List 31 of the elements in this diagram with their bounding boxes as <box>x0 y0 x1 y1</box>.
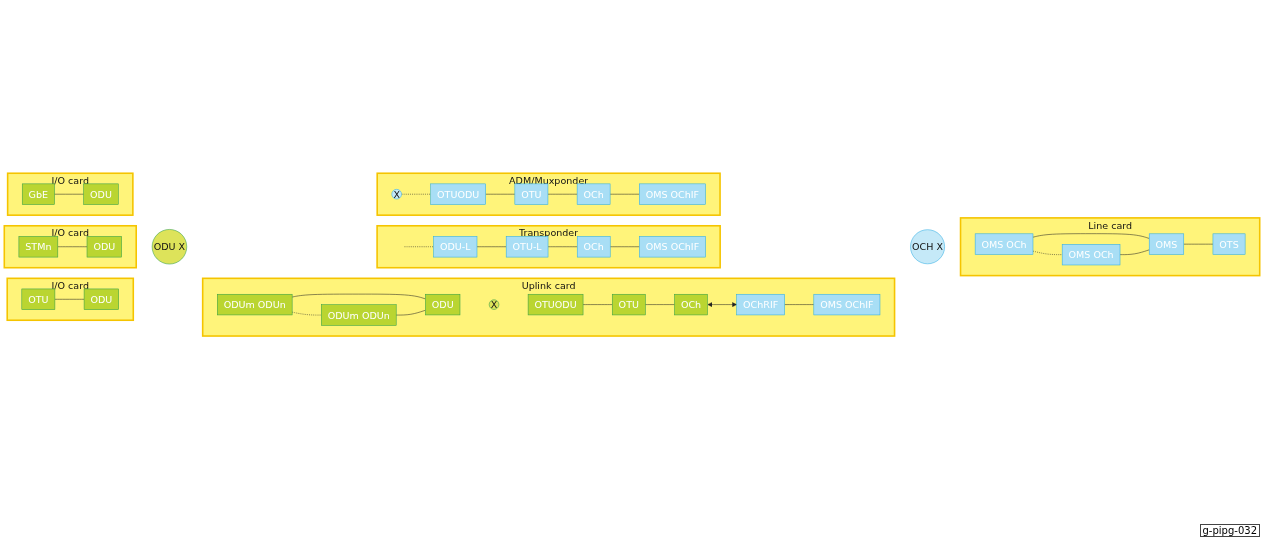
node-box: ODU-L <box>433 236 478 258</box>
node-box: OCh <box>576 236 611 258</box>
node-box: OMS OChIF <box>639 236 706 258</box>
node-box: OTU <box>611 294 646 316</box>
node-box: OTS <box>1212 233 1246 256</box>
node-box: GbE <box>21 183 55 206</box>
node-circle: ODU X <box>151 229 188 265</box>
node-box: OTUODU <box>430 183 486 206</box>
node-box: OTU <box>514 183 549 206</box>
node-box: ODU <box>425 294 461 316</box>
node-box: OMS <box>1148 233 1185 256</box>
node-box: ODU <box>86 236 122 258</box>
node-box: STMn <box>18 236 59 258</box>
figure-id: g-pipg-032 <box>1199 524 1260 537</box>
node-circle: X <box>488 299 500 311</box>
node-box: OTU-L <box>505 236 549 258</box>
node-box: ODU <box>83 289 119 311</box>
node-circle: X <box>391 189 402 200</box>
node-box: OCh <box>576 183 611 206</box>
node-box: ODU <box>83 183 119 206</box>
node-box: OMS OCh <box>1061 244 1121 266</box>
node-box: ODUm ODUn <box>321 304 397 327</box>
node-box: ODUm ODUn <box>217 294 293 316</box>
node-box: OMS OChIF <box>639 183 706 206</box>
node-circle: OCH X <box>910 229 945 265</box>
node-box: OCh <box>674 294 708 316</box>
node-box: OTU <box>21 289 56 311</box>
node-box: OMS OChIF <box>813 294 881 316</box>
node-box: OMS OCh <box>974 233 1034 256</box>
node-box: OChRIF <box>736 294 785 316</box>
node-box: OTUODU <box>527 294 584 316</box>
